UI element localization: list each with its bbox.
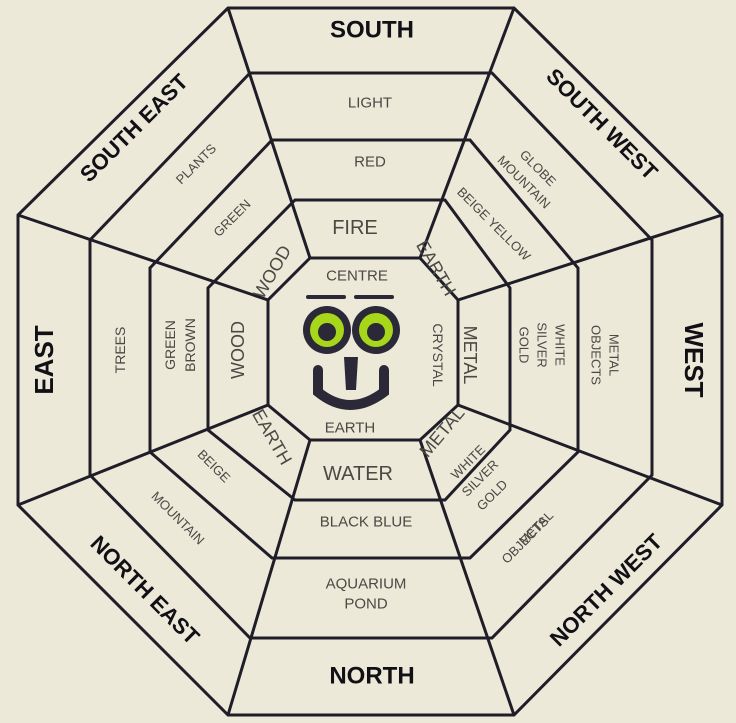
south-west-colour-label: BEIGE YELLOW — [454, 184, 534, 264]
divider-line — [418, 439, 516, 716]
south-element-label: FIRE — [332, 217, 378, 239]
west-direction-label: WEST — [679, 322, 709, 397]
centre-element-label: EARTH — [325, 420, 376, 437]
north-east-colour-label: BEIGE — [195, 447, 234, 486]
south-west-element-label: EARTH — [412, 237, 460, 300]
west-colour-label: GOLD — [517, 327, 532, 364]
ring-colour — [148, 138, 580, 560]
divider-line — [17, 403, 269, 507]
east-colour-label: GREEN — [162, 320, 178, 370]
north-west-element-label: METAL — [415, 403, 468, 461]
north-east-object-label: MOUNTAIN — [149, 489, 208, 548]
west-object-label: OBJECTS — [589, 325, 604, 385]
divider-line — [226, 7, 312, 259]
south-west-direction-label: SOUTH WEST — [541, 63, 663, 185]
south-east-element-label: WOOD — [249, 242, 295, 302]
south-direction-label: SOUTH — [330, 17, 414, 44]
divider-line — [457, 213, 723, 302]
smiley-face-icon — [303, 295, 400, 410]
north-object-label: POND — [344, 596, 388, 613]
north-colour-label: BLACK BLUE — [320, 514, 413, 531]
divider-line — [17, 213, 269, 302]
ring-object — [88, 71, 654, 640]
west-colour-label: SILVER — [535, 322, 550, 367]
south-east-colour-label: GREEN — [210, 196, 253, 239]
ring-element — [206, 198, 512, 502]
centre-title-label: CENTRE — [326, 268, 388, 285]
west-element-label: METAL — [460, 326, 480, 385]
west-material-label: CRYSTAL — [430, 323, 446, 386]
north-east-element-label: EARTH — [248, 406, 296, 469]
south-object-label: LIGHT — [348, 95, 392, 112]
north-west-direction-label: NORTH WEST — [545, 528, 668, 651]
east-colour-label: BROWN — [182, 318, 198, 372]
east-direction-label: EAST — [29, 325, 59, 394]
north-element-label: WATER — [323, 463, 393, 485]
south-colour-label: RED — [354, 154, 386, 171]
divider-line — [418, 7, 516, 259]
divider-line — [226, 439, 312, 716]
west-object-label: METAL — [607, 334, 622, 376]
east-object-label: TREES — [112, 327, 128, 374]
west-colour-label: WHITE — [553, 324, 568, 366]
north-direction-label: NORTH — [329, 663, 414, 690]
south-east-direction-label: SOUTH EAST — [75, 69, 193, 187]
divider-line — [457, 403, 723, 507]
north-object-label: AQUARIUM — [326, 576, 407, 593]
east-element-label: WOOD — [228, 321, 248, 379]
